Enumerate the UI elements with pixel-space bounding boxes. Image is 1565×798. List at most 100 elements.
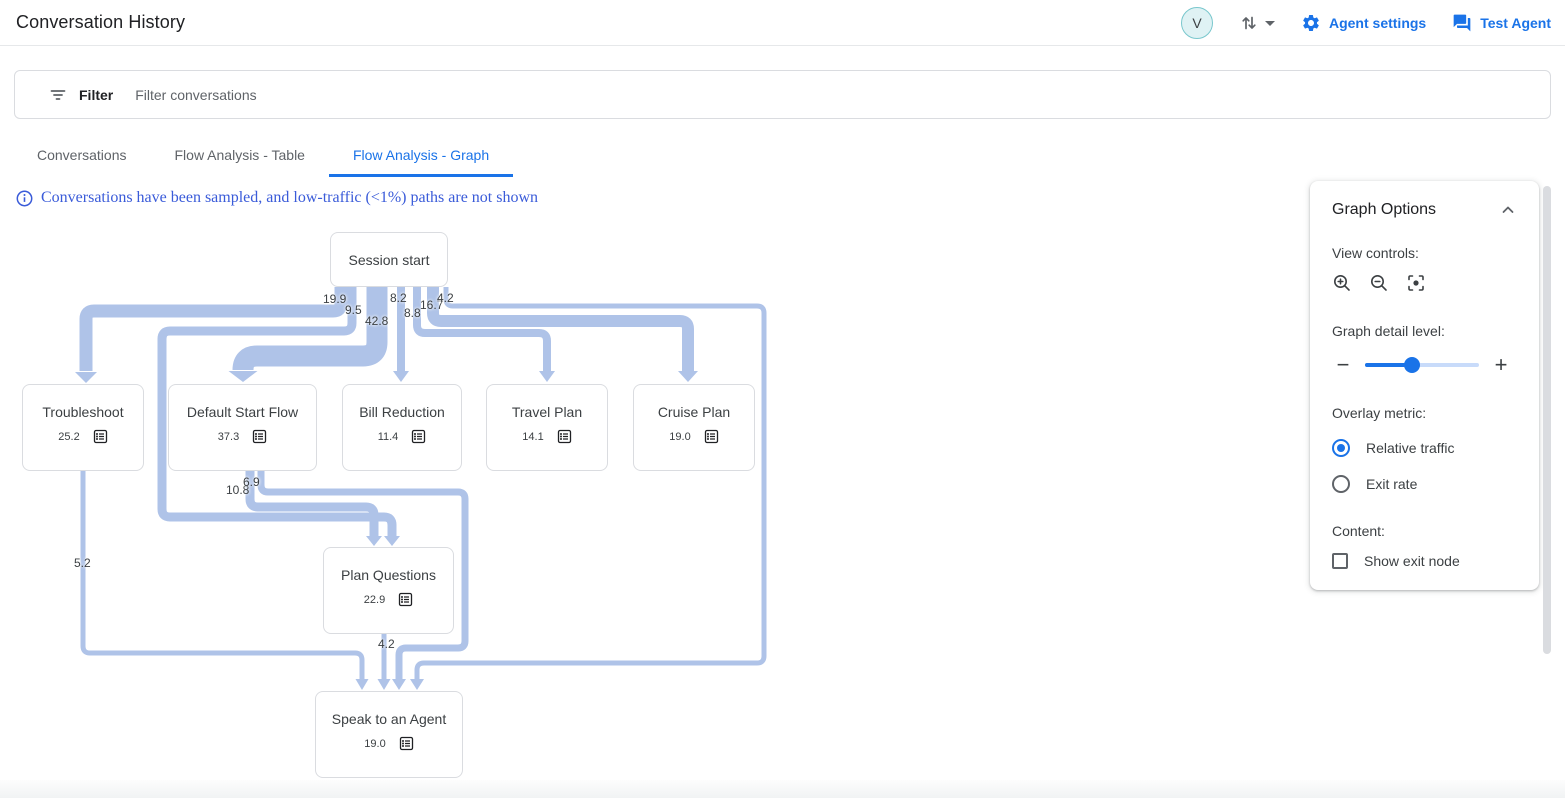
chat-icon <box>1452 13 1472 33</box>
list-alt-icon[interactable] <box>398 592 413 607</box>
graph-detail-level-label: Graph detail level: <box>1332 323 1445 339</box>
checkbox-label: Show exit node <box>1364 553 1460 569</box>
edge-label: 16.7 <box>420 298 444 312</box>
slider-thumb[interactable] <box>1403 357 1420 373</box>
edge-session-travel-plan <box>413 287 551 371</box>
filter-icon <box>49 86 67 104</box>
list-alt-icon[interactable] <box>93 429 108 444</box>
list-alt-icon[interactable] <box>399 736 414 751</box>
arrowhead <box>366 536 382 546</box>
tab-bar: Conversations Flow Analysis - Table Flow… <box>13 135 514 177</box>
node-plan-questions[interactable]: Plan Questions 22.9 <box>323 547 454 634</box>
node-title: Troubleshoot <box>42 404 124 420</box>
sampling-info-banner: Conversations have been sampled, and low… <box>16 189 538 207</box>
edge-dsf-plan-questions <box>245 471 379 536</box>
zoom-out-icon[interactable] <box>1369 273 1389 293</box>
node-value: 22.9 <box>363 593 386 606</box>
radio-relative-traffic[interactable]: Relative traffic <box>1332 439 1517 457</box>
sort-control[interactable] <box>1239 13 1275 33</box>
arrowhead <box>392 679 406 690</box>
info-icon <box>16 190 33 207</box>
node-travel-plan[interactable]: Travel Plan 14.1 <box>486 384 608 471</box>
sampling-info-text: Conversations have been sampled, and low… <box>41 189 539 206</box>
node-session-start[interactable]: Session start <box>330 232 448 287</box>
detail-plus-button[interactable]: + <box>1494 352 1508 377</box>
page-title: Conversation History <box>16 12 186 32</box>
tab-flow-analysis-table[interactable]: Flow Analysis - Table <box>174 146 305 163</box>
node-title: Plan Questions <box>341 567 436 583</box>
filter-bar[interactable]: Filter <box>14 70 1551 119</box>
edge-label: 8.2 <box>390 291 407 305</box>
agent-settings-button[interactable]: Agent settings <box>1301 13 1426 33</box>
swap-vert-icon <box>1239 13 1259 33</box>
node-troubleshoot[interactable]: Troubleshoot 25.2 <box>22 384 144 471</box>
tab-flow-analysis-graph[interactable]: Flow Analysis - Graph <box>328 135 514 177</box>
center-focus-icon[interactable] <box>1406 273 1426 293</box>
node-title: Session start <box>348 251 430 268</box>
edge-session-troubleshoot <box>79 287 348 371</box>
node-cruise-plan[interactable]: Cruise Plan 19.0 <box>633 384 755 471</box>
top-bar: Conversation History V Agent settings <box>0 0 1565 46</box>
arrowhead <box>228 371 258 382</box>
node-title: Default Start Flow <box>186 404 299 420</box>
graph-options-panel: Graph Options View controls: Graph detai… <box>1310 181 1539 590</box>
arrowhead <box>384 536 400 546</box>
view-controls-label: View controls: <box>1332 245 1419 261</box>
radio-label: Exit rate <box>1366 476 1418 492</box>
edge-label: 5.2 <box>74 556 91 570</box>
list-alt-icon[interactable] <box>557 429 572 444</box>
radio-exit-rate[interactable]: Exit rate <box>1332 475 1517 493</box>
arrowhead <box>355 679 369 690</box>
edge-dsf-speak-agent <box>257 471 469 679</box>
overlay-metric-label: Overlay metric: <box>1332 405 1427 421</box>
test-agent-button[interactable]: Test Agent <box>1452 13 1551 33</box>
radio-selected-icon[interactable] <box>1332 439 1350 457</box>
content-label: Content: <box>1332 523 1385 539</box>
list-alt-icon[interactable] <box>252 429 267 444</box>
node-default-start-flow[interactable]: Default Start Flow 37.3 <box>168 384 317 471</box>
node-value: 37.3 <box>217 430 240 443</box>
show-exit-node-option[interactable]: Show exit node <box>1332 553 1517 569</box>
edge-label: 42.8 <box>365 314 389 328</box>
tab-conversations[interactable]: Conversations <box>37 146 127 163</box>
node-bill-reduction[interactable]: Bill Reduction 11.4 <box>342 384 462 471</box>
edge-troubleshoot-speak-agent <box>80 471 365 679</box>
list-alt-icon[interactable] <box>411 429 426 444</box>
arrowhead <box>410 679 424 690</box>
gear-icon <box>1301 13 1321 33</box>
node-title: Cruise Plan <box>657 404 731 420</box>
chevron-up-icon[interactable] <box>1499 201 1517 219</box>
avatar[interactable]: V <box>1180 7 1213 39</box>
arrowhead <box>75 372 97 383</box>
node-speak-to-an-agent[interactable]: Speak to an Agent 19.0 <box>315 691 463 778</box>
node-value: 19.0 <box>669 430 691 443</box>
agent-settings-label: Agent settings <box>1328 15 1427 31</box>
arrowhead <box>678 371 698 382</box>
bottom-strip <box>0 780 1565 798</box>
arrowhead <box>393 371 409 382</box>
node-title: Travel Plan <box>511 404 583 420</box>
detail-slider[interactable] <box>1365 357 1479 373</box>
node-value: 25.2 <box>58 430 80 443</box>
filter-label: Filter <box>79 86 114 103</box>
radio-unselected-icon[interactable] <box>1332 475 1350 493</box>
vertical-scrollbar[interactable] <box>1543 186 1551 654</box>
radio-label: Relative traffic <box>1366 440 1455 456</box>
node-value: 11.4 <box>377 430 399 443</box>
list-alt-icon[interactable] <box>704 429 719 444</box>
filter-conversations-input[interactable] <box>135 86 1236 103</box>
chevron-down-icon <box>1264 20 1275 26</box>
edge-label: 9.5 <box>345 303 362 317</box>
edge-label: 10.8 <box>226 483 250 497</box>
arrowhead <box>377 679 391 690</box>
detail-minus-button[interactable]: − <box>1336 352 1350 377</box>
edge-session-default-start-flow <box>232 287 388 371</box>
edge-label: 4.2 <box>437 291 454 305</box>
zoom-in-icon[interactable] <box>1332 273 1352 293</box>
checkbox-icon[interactable] <box>1332 553 1348 569</box>
test-agent-label: Test Agent <box>1480 15 1551 31</box>
node-title: Speak to an Agent <box>331 711 447 727</box>
edge-label: 4.2 <box>378 637 395 651</box>
